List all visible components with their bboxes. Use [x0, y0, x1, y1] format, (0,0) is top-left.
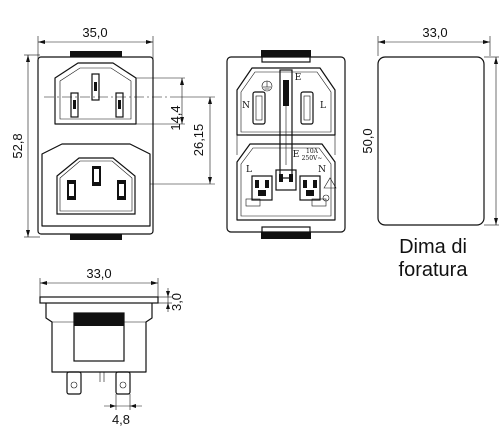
dim-side-width: 33,0	[39, 266, 159, 300]
dim-inlet-height-label: 14,4	[168, 105, 183, 130]
rear-neutral-top-mark: N	[242, 101, 250, 111]
dim-inlet-height: 14,4	[168, 78, 184, 131]
rear-top-flange	[261, 50, 311, 57]
dim-front-height: 52,8	[10, 54, 40, 238]
approval-mark-icon	[322, 194, 330, 202]
dim-inlet-offset: 26,15	[191, 97, 212, 184]
rear-line-bottom-mark: L	[246, 165, 252, 175]
dim-front-height-label: 52,8	[10, 133, 25, 158]
rear-lower-terminals	[245, 169, 327, 207]
front-view: 35,0 52,8	[10, 25, 215, 240]
dim-front-width: 35,0	[37, 25, 154, 60]
bottom-flange	[70, 234, 122, 240]
rear-earth-mid-mark: E	[293, 150, 300, 160]
side-view: 33,0 3,0	[39, 266, 184, 427]
dim-front-width-label: 35,0	[82, 25, 107, 40]
cutout-caption-line2: foratura	[399, 259, 469, 281]
side-flange	[39, 296, 159, 304]
dim-pin-pitch-label: 4,8	[112, 412, 130, 427]
dim-inlet-offset-label: 26,15	[191, 124, 206, 157]
rear-rating-current: 10A	[306, 148, 319, 155]
warning-triangle-icon	[323, 177, 337, 189]
side-body	[45, 303, 153, 373]
upper-inlet	[54, 62, 137, 125]
dim-cutout-height-label: 50,0	[360, 128, 375, 153]
front-housing	[37, 56, 154, 235]
lower-outlet	[41, 143, 151, 227]
rear-bottom-flange	[261, 232, 311, 239]
dim-cutout-width: 33,0	[377, 25, 491, 56]
side-terminals	[66, 371, 131, 395]
dim-side-flange-label: 3,0	[169, 293, 184, 311]
rear-view: E N L E 10A 250V~ L N	[226, 50, 346, 239]
dim-side-width-label: 33,0	[86, 266, 111, 281]
rear-line-top-mark: L	[320, 101, 326, 111]
dim-side-flange: 3,0	[158, 288, 184, 312]
dim-cutout-height: 50,0	[360, 56, 499, 226]
rear-earth-top-mark: E	[295, 73, 302, 83]
cutout-view: 33,0 50,0 Dima di foratura	[360, 25, 499, 281]
cutout-caption-line1: Dima di	[399, 236, 467, 258]
rear-rating-voltage: 250V~	[302, 155, 323, 162]
cutout-template	[377, 56, 485, 226]
rear-neutral-bottom-mark: N	[318, 165, 326, 175]
dim-cutout-width-label: 33,0	[422, 25, 447, 40]
top-flange	[70, 51, 122, 57]
rear-housing	[226, 56, 346, 233]
dim-pin-pitch: 4,8	[104, 394, 142, 427]
